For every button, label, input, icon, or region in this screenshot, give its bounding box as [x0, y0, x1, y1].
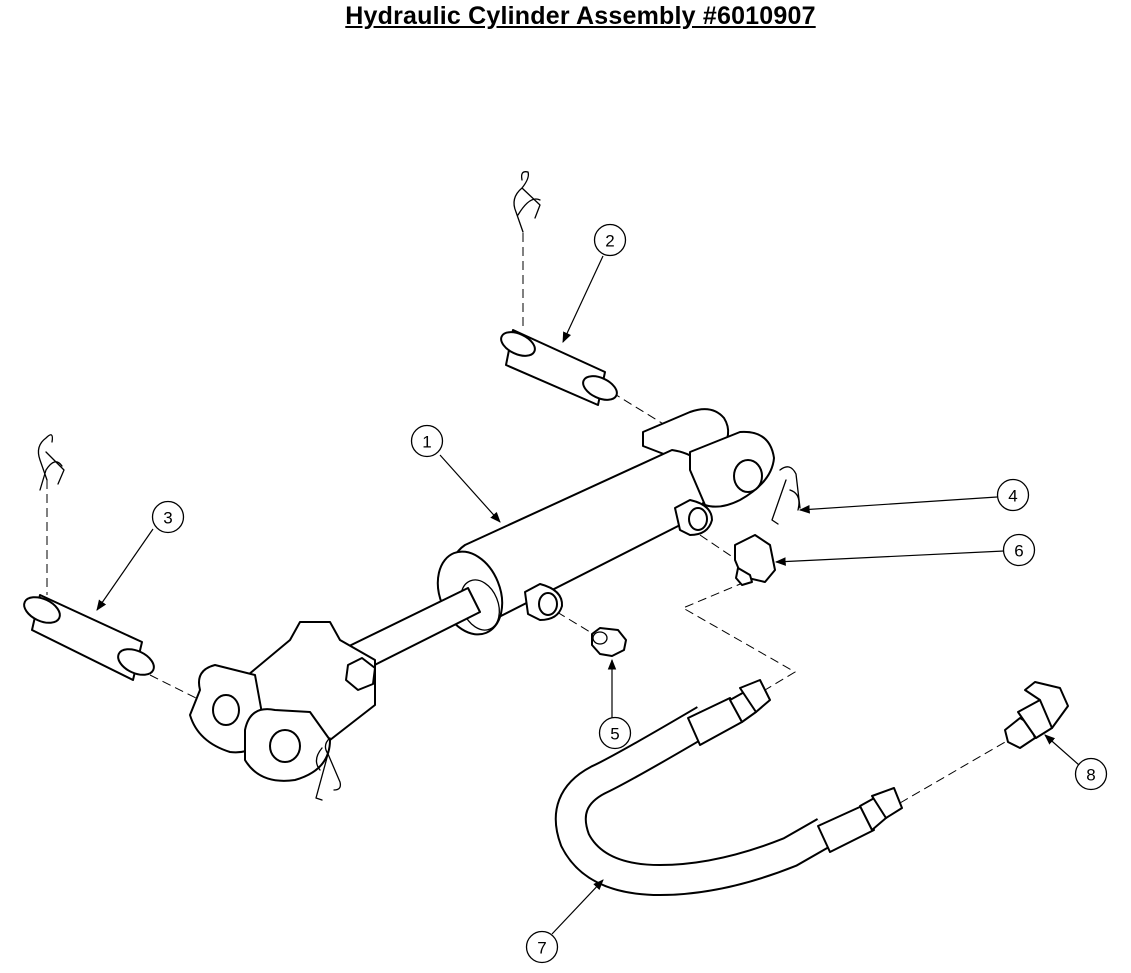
hex-plug [591, 627, 627, 657]
callout-8: 8 [1074, 757, 1108, 791]
hydraulic-hose [554, 679, 903, 897]
callout-2: 2 [593, 223, 627, 257]
hair-pin-clip [37, 434, 65, 491]
callout-3: 3 [151, 500, 185, 534]
elbow-fitting [734, 534, 776, 586]
callout-1-label: 1 [422, 433, 431, 452]
callout-5-label: 5 [610, 725, 619, 744]
hair-pin-clip [315, 737, 342, 801]
callout-7-label: 7 [537, 939, 546, 958]
callout-3-label: 3 [163, 509, 172, 528]
pin-left [23, 594, 155, 681]
callout-leaders [96, 255, 1080, 935]
callout-6: 6 [1002, 533, 1036, 567]
hair-pin-clip [513, 171, 541, 233]
hydraulic-cylinder [189, 408, 775, 782]
callout-7: 7 [525, 930, 559, 964]
pin-upper [500, 329, 618, 406]
assembly-dash-lines [46, 233, 1013, 804]
page-title: Hydraulic Cylinder Assembly #6010907 [345, 2, 816, 30]
swivel-elbow-fitting [1004, 681, 1069, 749]
callout-6-label: 6 [1014, 542, 1023, 561]
callout-4: 4 [996, 478, 1030, 512]
callout-8-label: 8 [1086, 766, 1095, 785]
hair-pin-clip [771, 466, 801, 525]
callout-2-label: 2 [605, 232, 614, 251]
callout-4-label: 4 [1008, 487, 1017, 506]
callout-1: 1 [410, 424, 444, 458]
callout-5: 5 [598, 716, 632, 750]
